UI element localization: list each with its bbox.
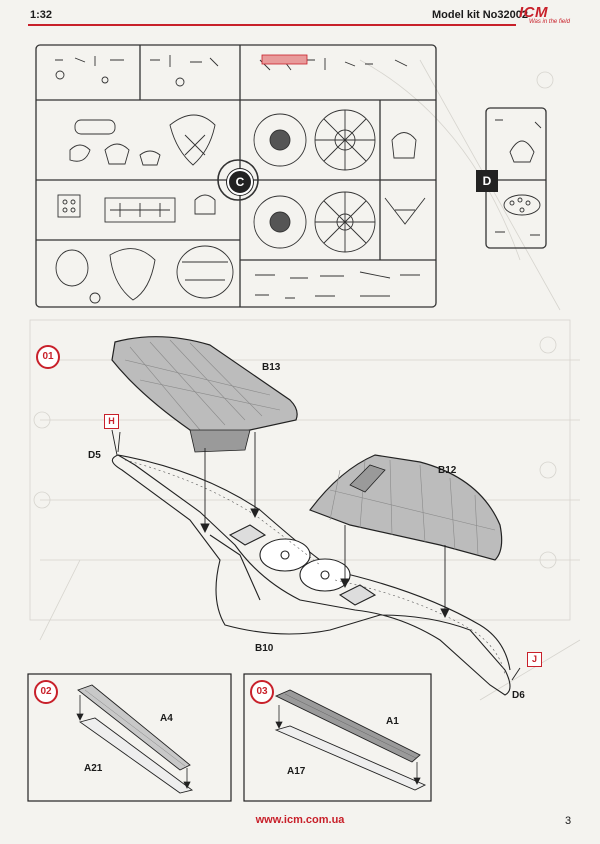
flap-a17 — [274, 725, 427, 791]
background-sketch — [29, 59, 581, 701]
sprue-c-parts — [55, 55, 426, 304]
part-label-a21: A21 — [84, 763, 103, 774]
brand-logo: ICM Was in the field — [519, 4, 577, 30]
brand-tagline: Was in the field — [529, 19, 570, 25]
callout-j: J — [527, 652, 542, 667]
sprue-highlight — [261, 54, 308, 65]
sprue-c-tag: C — [227, 169, 253, 195]
step01-arrows — [111, 429, 521, 681]
callout-h: H — [104, 414, 119, 429]
part-label-a17: A17 — [287, 766, 306, 777]
part-label-d6: D6 — [512, 690, 525, 701]
step03-frame — [243, 673, 432, 802]
wing-b13 — [111, 336, 298, 453]
sprue-d-tag: D — [476, 170, 498, 192]
center-section-b10 — [111, 454, 511, 696]
step02-frame — [27, 673, 232, 802]
part-label-a4: A4 — [160, 713, 173, 724]
step03-arrows — [275, 705, 421, 785]
part-label-a1: A1 — [386, 716, 399, 727]
header-rule — [28, 24, 516, 26]
wing-b12 — [309, 454, 503, 561]
cooling-fan-lower — [314, 191, 376, 253]
cooling-fan-upper — [314, 109, 376, 171]
page-number: 3 — [565, 815, 572, 827]
footer-url[interactable]: www.icm.com.ua — [255, 814, 345, 826]
step-03-number: 03 — [250, 680, 274, 704]
step02-arrows — [76, 695, 191, 789]
part-label-d5: D5 — [88, 450, 101, 461]
model-kit-number: Model kit No32002 — [432, 9, 528, 21]
step-02-number: 02 — [34, 680, 58, 704]
flap-a1 — [274, 689, 421, 763]
flap-a21 — [78, 717, 194, 794]
step-01-number: 01 — [36, 345, 60, 369]
radial-engine-rear — [253, 195, 307, 249]
sprue-d-parts — [495, 119, 542, 236]
part-label-b10: B10 — [255, 643, 274, 654]
scale-label: 1:32 — [30, 9, 53, 21]
flap-a4 — [77, 684, 191, 771]
brand-logo-text: ICM — [519, 4, 548, 21]
radial-engine-front — [253, 113, 307, 167]
part-label-b12: B12 — [438, 465, 457, 476]
part-label-b13: B13 — [262, 362, 281, 373]
